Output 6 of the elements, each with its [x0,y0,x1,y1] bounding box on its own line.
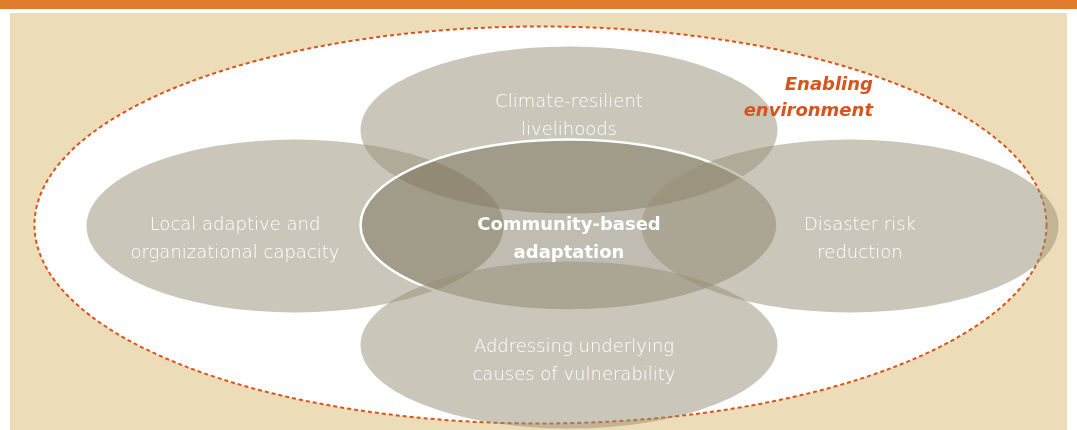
ellipse-label: Disaster risk reduction [802,212,918,264]
group-title: Enabling environment [742,72,873,122]
center-label: Community-based adaptation [476,212,662,264]
ellipse-label: Local adaptive and organizational capacity [129,212,341,264]
ellipse-label: Climate-resilient livelihoods [494,89,644,141]
ellipse-label: Addressing underlying causes of vulnerability [471,334,677,386]
